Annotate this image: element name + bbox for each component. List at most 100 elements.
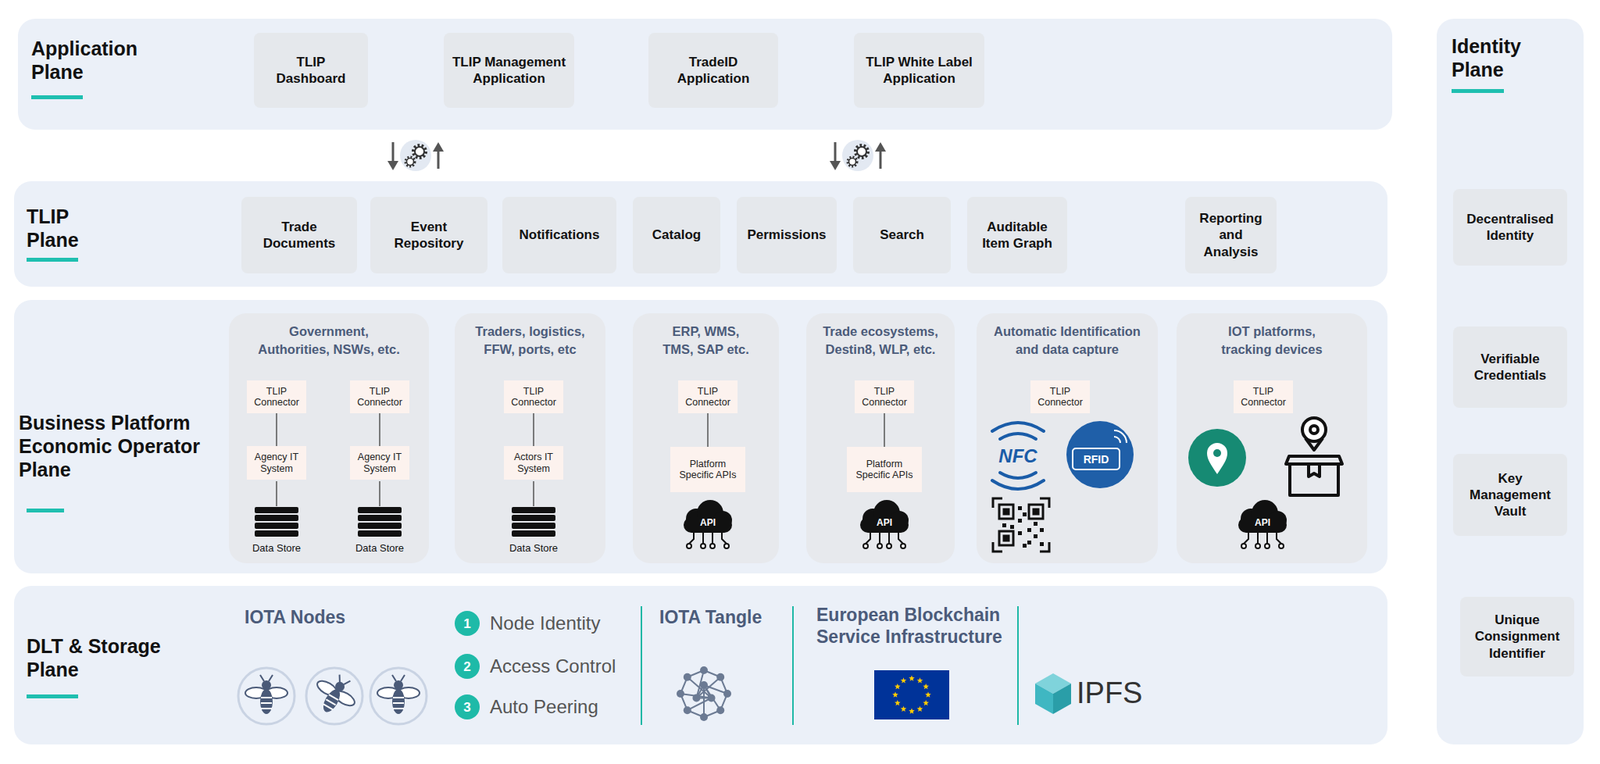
- nfc-icon: [992, 480, 1044, 490]
- component-label: TLIP Connector: [353, 385, 407, 409]
- sync-arrows: [400, 139, 432, 172]
- rfid-icon: [1066, 421, 1134, 489]
- service-label: Catalog: [652, 226, 701, 243]
- iota-node-icon: [260, 689, 273, 715]
- qr-code-icon: [1033, 521, 1038, 526]
- tangle-icon: [692, 694, 700, 703]
- component-box: Agency IT System: [246, 446, 307, 480]
- component-label: Platform Specific APIs: [850, 458, 919, 482]
- connector-line: [883, 413, 886, 447]
- service-box: Unique Consignment Identifier: [1460, 596, 1575, 677]
- component-label: TLIP Connector: [857, 385, 911, 409]
- iota-node-icon: [307, 667, 364, 722]
- eu-flag: [900, 706, 908, 712]
- iota-node-icon: [260, 696, 272, 699]
- qr-code-icon: [1017, 506, 1022, 511]
- service-box: Key Management Vault: [1453, 453, 1568, 536]
- api-cloud-icon: [683, 517, 733, 533]
- service-box: Verifiable Credentials: [1453, 326, 1568, 408]
- component-label: TLIP Connector: [250, 385, 304, 409]
- tangle-icon: [683, 673, 692, 682]
- component-box: TLIP Connector: [854, 380, 915, 414]
- service-box: Catalog: [632, 196, 721, 274]
- service-box: Permissions: [736, 196, 837, 274]
- callout-circle: [454, 610, 480, 636]
- api-cloud-icon: [1241, 543, 1247, 549]
- sync-arrows: [829, 139, 886, 172]
- api-cloud-icon: [1276, 532, 1282, 544]
- service-label: Notifications: [519, 226, 600, 243]
- qr-code-icon: [1027, 528, 1032, 533]
- feature-label: Auto Peering: [489, 696, 599, 719]
- eu-flag: [908, 708, 915, 715]
- ipfs-cube: [1035, 673, 1072, 715]
- parcel-tracking-icon: [1285, 417, 1343, 496]
- api-cloud-icon: [1241, 532, 1284, 549]
- component-label: Agency IT System: [250, 451, 304, 475]
- api-cloud-icon: [1264, 543, 1270, 549]
- service-label: Permissions: [746, 226, 826, 243]
- qr-code-icon: [1017, 531, 1022, 536]
- component-label: Platform Specific APIs: [673, 458, 743, 482]
- iota-node-icon: [306, 667, 363, 725]
- data-store-icon: [357, 514, 402, 522]
- qr-code-icon: [1039, 528, 1044, 533]
- iota-node-icon: [392, 675, 405, 682]
- iota-node-icon: [392, 696, 404, 699]
- group-title: Government, Authorities, NSWs, etc.: [254, 322, 404, 359]
- service-box: Notifications: [502, 196, 617, 274]
- service-label: TradeID Application: [654, 53, 772, 88]
- data-store-icon: [511, 530, 556, 537]
- iota-node-icon: [325, 699, 336, 705]
- tangle-icon: [696, 677, 721, 699]
- sync-arrows: [875, 142, 886, 152]
- qr-code-icon: [1022, 512, 1027, 517]
- api-cloud-icon: [683, 500, 733, 533]
- qr-code-icon: [999, 531, 1014, 546]
- divider: [640, 606, 643, 725]
- store-label: Data Store: [509, 542, 558, 555]
- data-store-icon: [254, 522, 299, 529]
- component-box: Platform Specific APIs: [670, 446, 746, 493]
- tangle-icon: [700, 666, 708, 675]
- api-cloud-icon: [683, 500, 1287, 549]
- feature-label: Node Identity: [489, 612, 600, 636]
- wire: [378, 481, 381, 507]
- feature-label: Access Control: [489, 655, 616, 679]
- tangle-icon: [723, 689, 732, 698]
- nfc-icon: [992, 422, 1044, 490]
- iota-node-icon: [392, 707, 404, 710]
- data-store-icon: [254, 507, 299, 514]
- service-box: TLIP Dashboard: [253, 32, 368, 108]
- eu-flag: [892, 692, 899, 698]
- api-label: API: [700, 517, 716, 528]
- connector-line: [275, 413, 278, 447]
- api-cloud-icon: [865, 532, 871, 544]
- location-pin-icon: [1188, 428, 1247, 487]
- rfid-icon: [1114, 436, 1121, 443]
- eu-flag: [917, 677, 924, 683]
- data-store-icon: [357, 530, 402, 537]
- sync-arrows: [847, 157, 858, 167]
- store-label: Data Store: [252, 542, 301, 555]
- tangle-icon: [676, 666, 732, 722]
- component-box: Platform Specific APIs: [846, 446, 922, 493]
- nfc-icon: [1000, 472, 1036, 479]
- plane-heading: Business Platform Economic Operator Plan…: [18, 410, 224, 482]
- nfc-label: NFC: [998, 446, 1037, 466]
- plane-band: TLIP PlaneTrade DocumentsEvent Repositor…: [14, 181, 1388, 287]
- rfid-icon: [1072, 448, 1120, 470]
- api-cloud-icon: [888, 532, 890, 544]
- plane-underline: [26, 694, 79, 699]
- qr-code-icon: [1033, 509, 1039, 515]
- api-cloud-icon: [863, 532, 906, 549]
- api-cloud-icon: [878, 532, 881, 544]
- component-label: TLIP Connector: [1033, 385, 1087, 409]
- iota-node-icon: [260, 707, 272, 710]
- service-box: Reporting and Analysis: [1185, 196, 1277, 274]
- callout-circle: [454, 694, 480, 720]
- api-cloud-icon: [1255, 543, 1261, 549]
- plane-heading: TLIP Plane: [26, 204, 105, 252]
- parcel-tracking-icon: [1289, 464, 1339, 496]
- nfc-icon: [1000, 433, 1036, 440]
